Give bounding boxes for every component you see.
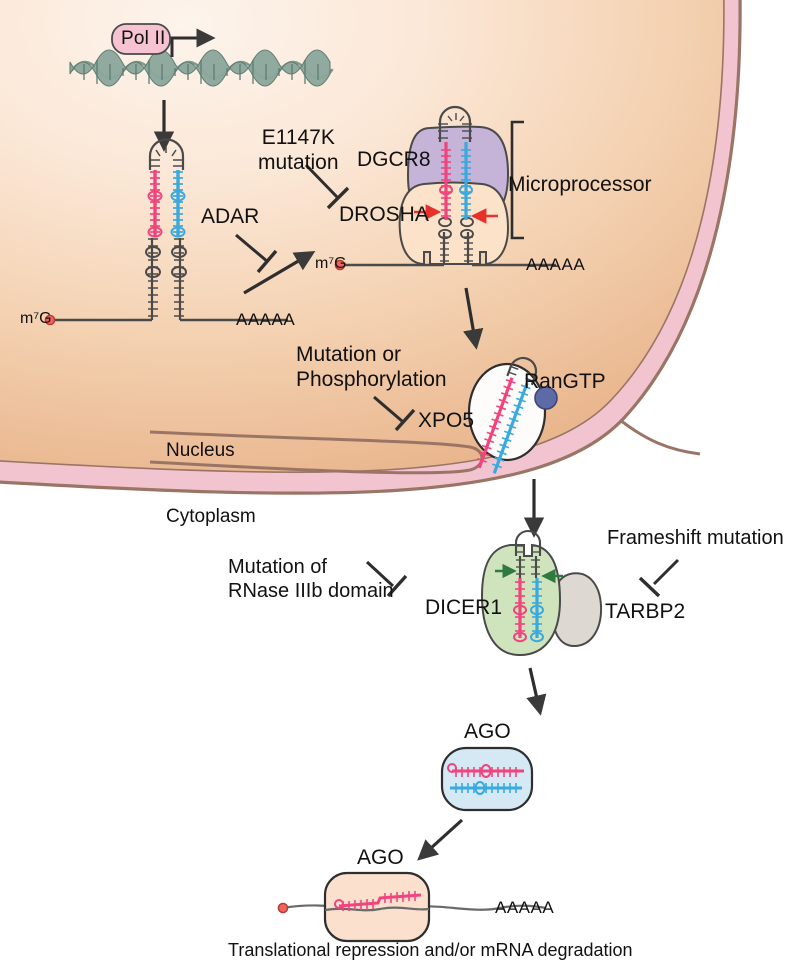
arrow-to-export (463, 287, 484, 350)
dna-double-helix (69, 49, 334, 87)
label-rangtp: RanGTP (524, 370, 606, 393)
label-dicer1: DICER1 (425, 596, 503, 619)
label-mutation-rnase-iiib: Mutation of RNase IIIb domain (228, 556, 394, 602)
cap-dot-mrna (277, 902, 289, 914)
drosha-cleavage-arrows (414, 204, 498, 224)
pri-mirna-hairpin-left (44, 138, 288, 326)
nucleus-region (0, 0, 742, 495)
microprocessor-bracket (510, 120, 524, 240)
cap-dot-nuclear (44, 314, 56, 326)
label-cytoplasm: Cytoplasm (166, 506, 256, 527)
ago-duplex-body (440, 746, 534, 812)
label-adar: ADAR (201, 205, 260, 228)
ago-mrna-complex (277, 871, 547, 943)
label-polya-pri: AAAAA (526, 255, 586, 274)
inhibition-adar (235, 233, 278, 274)
dicer-complex (480, 529, 603, 657)
microprocessor-complex (334, 105, 556, 271)
label-tarbp2: TARBP2 (605, 600, 686, 623)
pre-mirna-in-dicer (513, 529, 544, 643)
transcription-start-arrow (170, 28, 216, 57)
label-polya-mrna: AAAAA (495, 898, 555, 917)
inhibition-dicer1 (365, 560, 408, 598)
inhibition-e1147k (304, 163, 350, 210)
cap-dot-pri (334, 259, 346, 271)
label-ago-mrna: AGO (357, 846, 404, 869)
pri-mirna-in-complex (438, 105, 474, 265)
arrow-to-ago-mrna (417, 818, 464, 861)
label-mutation-phosphorylation: Mutation or Phosphorylation (296, 343, 447, 391)
inhibition-tarbp2 (638, 558, 680, 598)
label-xpo5: XPO5 (418, 409, 475, 432)
label-e1147k-mutation: E1147K mutation (258, 126, 339, 174)
label-polya-nuclear: AAAAA (236, 310, 296, 329)
pol2-badge (111, 23, 171, 55)
ago-duplex-complex (440, 746, 534, 812)
dicer-cleavage-arrows (495, 563, 563, 584)
ago-mrna-body (323, 871, 431, 943)
label-dgcr8: DGCR8 (357, 148, 431, 171)
arrow-to-microprocessor (243, 251, 316, 295)
label-ago-duplex: AGO (464, 720, 511, 743)
label-microprocessor: Microprocessor (508, 173, 652, 196)
label-nucleus: Nucleus (166, 440, 235, 461)
label-frameshift-mutation: Frameshift mutation (607, 527, 784, 549)
label-pol2: Pol II (121, 28, 166, 49)
label-outcome: Translational repression and/or mRNA deg… (228, 940, 633, 960)
label-cap-pri: m⁷G (315, 255, 347, 272)
xpo5-export-complex (467, 356, 558, 474)
inhibition-xpo5 (373, 395, 416, 432)
rangtp-dot (534, 386, 558, 410)
arrow-to-ago-duplex (526, 667, 547, 716)
label-cap-nuclear: m⁷G (20, 310, 52, 327)
drosha-blob (398, 181, 510, 266)
label-drosha: DROSHA (339, 203, 429, 226)
